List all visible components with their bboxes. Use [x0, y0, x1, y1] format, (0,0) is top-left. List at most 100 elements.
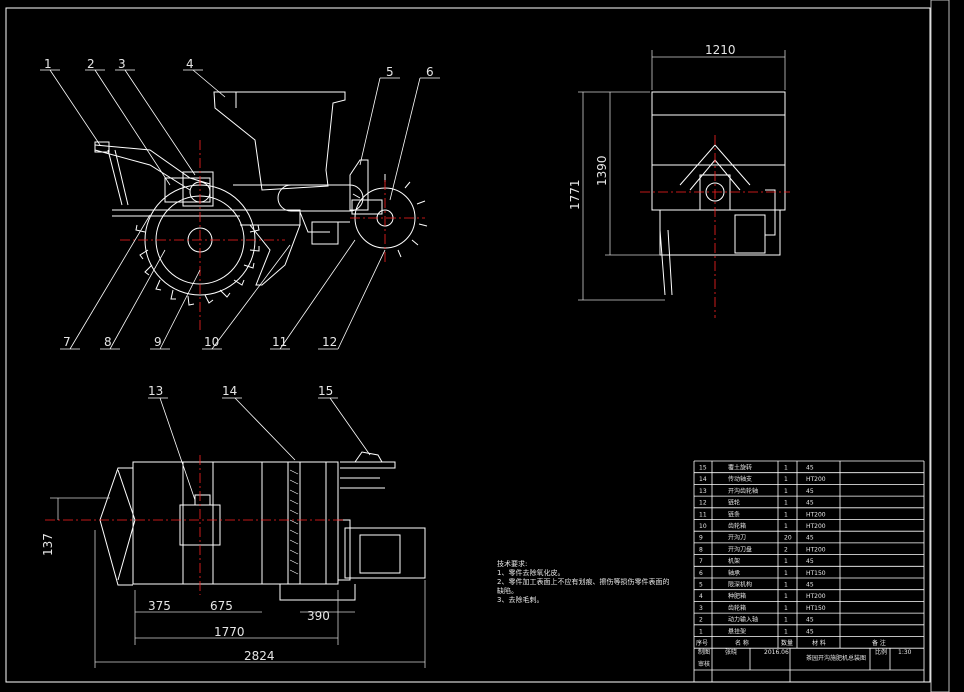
callout-3: 3 — [118, 57, 126, 71]
callout-12: 12 — [322, 335, 337, 349]
scale: 1:30 — [898, 649, 912, 656]
bom-mat: HT200 — [806, 523, 826, 530]
dim-top-side: 137 — [41, 533, 55, 556]
bom-no: 13 — [699, 488, 707, 495]
side-view — [651, 91, 786, 296]
callout-7: 7 — [63, 335, 71, 349]
side-centerlines — [640, 135, 790, 318]
bom-qty: 2 — [784, 546, 788, 553]
bom-mat: 45 — [806, 582, 814, 589]
callout-labels: 1 2 3 4 5 6 7 8 9 10 11 12 13 14 15 — [44, 57, 434, 398]
bom-qty: 1 — [784, 628, 788, 635]
dim-side-height-a: 1390 — [595, 155, 609, 186]
bom-qty: 1 — [784, 488, 788, 495]
side-dimension-lines — [578, 50, 786, 301]
bom-no: 1 — [699, 628, 703, 635]
callout-11: 11 — [272, 335, 287, 349]
bom-table — [693, 460, 925, 683]
bom-mat: HT200 — [806, 546, 826, 553]
bom-no: 5 — [699, 582, 703, 589]
bom-name: 轴承 — [728, 569, 740, 577]
bom-no: 15 — [699, 465, 707, 472]
top-dimension-lines — [50, 497, 426, 668]
bom-name: 机架 — [728, 557, 740, 565]
bom-qty: 1 — [784, 511, 788, 518]
bom-name: 链轮 — [728, 499, 740, 507]
bom-mat: HT150 — [806, 570, 826, 577]
callout-8: 8 — [104, 335, 112, 349]
bom-qty: 1 — [784, 500, 788, 507]
bom-no: 12 — [699, 500, 707, 507]
bom-name: 开沟齿轮轴 — [728, 487, 758, 495]
notes-line-2: 2、零件加工表面上不应有划痕、擦伤等损伤零件表面的 — [497, 577, 669, 586]
bom-mat: HT150 — [806, 605, 826, 612]
notes-title: 技术要求: — [497, 559, 527, 568]
dim-top-b: 675 — [210, 599, 233, 613]
bom-qty: 20 — [784, 535, 792, 542]
bom-qty: 1 — [784, 523, 788, 530]
bom-mat: 45 — [806, 628, 814, 635]
bom-name: 动力输入轴 — [728, 616, 758, 624]
design-date: 2016.06 — [764, 649, 789, 656]
bom-qty: 1 — [784, 605, 788, 612]
bom-qty: 1 — [784, 465, 788, 472]
bom-name: 开沟刀盘 — [728, 545, 752, 553]
drawing-title: 茶园开沟施肥机总装图 — [806, 654, 866, 662]
bom-no: 14 — [699, 476, 707, 483]
top-leaders — [148, 397, 371, 501]
notes-line-1: 1、零件去除氧化皮。 — [497, 568, 564, 577]
callout-2: 2 — [87, 57, 95, 71]
bom-mat: 45 — [806, 488, 814, 495]
bom-header-no: 序号 — [696, 639, 708, 647]
callout-5: 5 — [386, 65, 394, 79]
dimension-labels: 1210 1390 1771 375 675 390 1770 2824 137 — [41, 43, 736, 663]
bom-header-note: 备 注 — [872, 639, 886, 647]
bom-no: 11 — [699, 511, 707, 518]
bom-mat: HT200 — [806, 476, 826, 483]
bom-no: 9 — [699, 535, 703, 542]
designer-label: 制图 — [698, 648, 710, 656]
callout-10: 10 — [204, 335, 219, 349]
designer: 张晓 — [725, 648, 737, 656]
callout-1: 1 — [44, 57, 52, 71]
bom-name: 悬挂架 — [728, 627, 746, 635]
bom-no: 3 — [699, 605, 703, 612]
scale-label: 比例 — [875, 648, 887, 656]
review-label: 审核 — [698, 660, 710, 668]
top-centerlines — [45, 455, 345, 595]
bom-qty: 1 — [784, 593, 788, 600]
callout-13: 13 — [148, 384, 163, 398]
dim-side-width: 1210 — [705, 43, 736, 57]
front-leaders — [40, 69, 440, 350]
bom-mat: 45 — [806, 617, 814, 624]
bom-header-name: 名 称 — [735, 639, 749, 647]
bom-no: 2 — [699, 617, 703, 624]
bom-mat: 45 — [806, 500, 814, 507]
bom-qty: 1 — [784, 582, 788, 589]
bom-qty: 1 — [784, 476, 788, 483]
front-centerlines — [120, 140, 425, 330]
bom-mat: HT200 — [806, 511, 826, 518]
bom-header-qty: 数量 — [781, 639, 793, 647]
bom-mat: 45 — [806, 558, 814, 565]
callout-4: 4 — [186, 57, 194, 71]
bom-mat: HT200 — [806, 593, 826, 600]
bom-name: 种肥箱 — [728, 592, 746, 600]
top-view — [99, 451, 426, 601]
dim-top-total-a: 1770 — [214, 625, 245, 639]
bom-qty: 1 — [784, 558, 788, 565]
callout-14: 14 — [222, 384, 237, 398]
dim-side-height-b: 1771 — [568, 179, 582, 210]
dim-top-a: 375 — [148, 599, 171, 613]
callout-6: 6 — [426, 65, 434, 79]
callout-15: 15 — [318, 384, 333, 398]
bom-name: 齿轮箱 — [728, 604, 746, 612]
bom-name: 限深机构 — [728, 581, 752, 589]
dim-top-total-b: 2824 — [244, 649, 275, 663]
bom-no: 6 — [699, 570, 703, 577]
bom-mat: 45 — [806, 535, 814, 542]
bom-name: 覆土旋转 — [728, 464, 752, 472]
bom-no: 7 — [699, 558, 703, 565]
